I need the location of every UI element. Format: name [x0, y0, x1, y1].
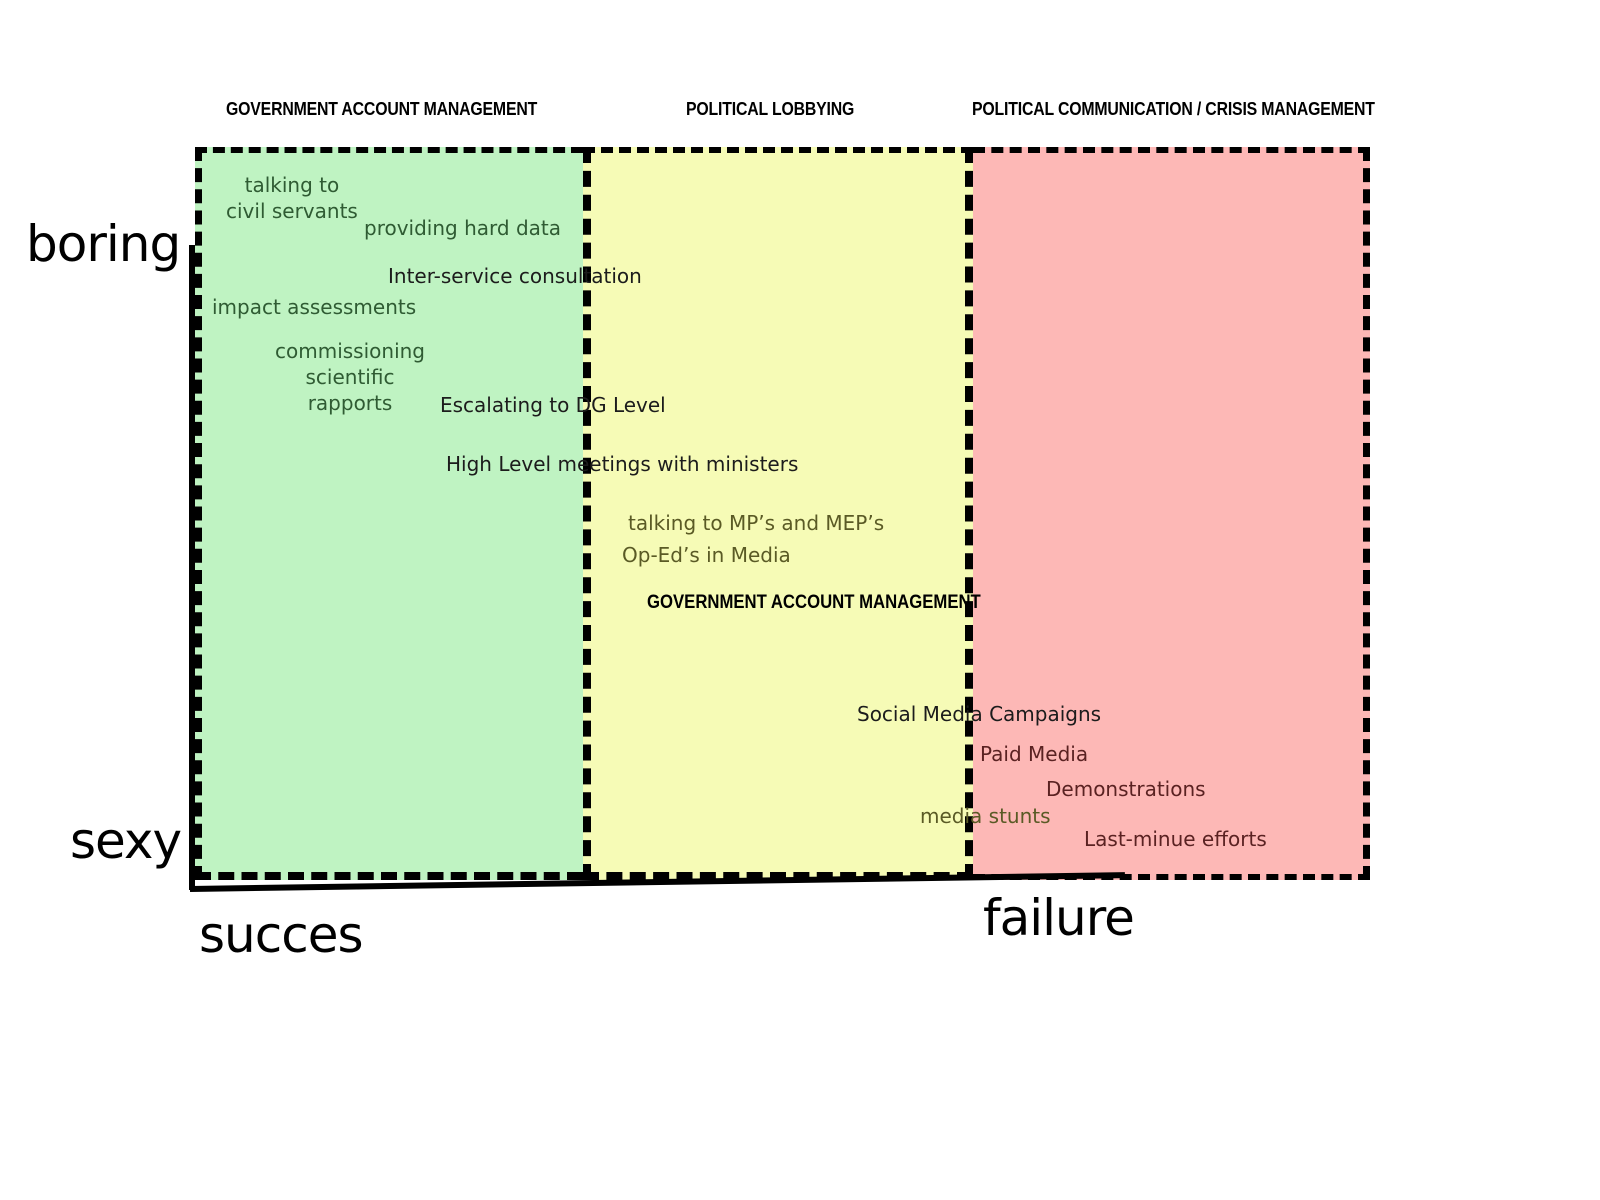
- vertical-axis-line: [189, 245, 195, 890]
- item-impact-assessments: impact assessments: [212, 295, 417, 319]
- item-social-media-campaigns: Social Media Campaigns: [857, 702, 1102, 726]
- item-line: commissioning: [275, 339, 425, 363]
- item-media-stunts: media stunts: [920, 804, 1051, 828]
- axis-label-boring: boring: [26, 215, 181, 273]
- item-line: rapports: [307, 391, 393, 415]
- axis-label-sexy: sexy: [70, 812, 182, 870]
- axis-label-succes: succes: [199, 906, 364, 964]
- item-last-minute-efforts: Last-minue efforts: [1084, 827, 1267, 851]
- item-talking-to-civil-servants: talking to civil servants: [226, 172, 358, 224]
- item-commissioning-scientific-rapports: commissioning scientific rapports: [275, 338, 425, 416]
- zone-government-account-management: [195, 147, 583, 880]
- column-title-political-communication: POLITICAL COMMUNICATION / CRISIS MANAGEM…: [972, 99, 1375, 119]
- zone-political-lobbying: [583, 147, 973, 880]
- item-line: talking to: [244, 173, 340, 197]
- item-inter-service-consultation: Inter-service consultation: [388, 264, 642, 288]
- item-op-eds-in-media: Op-Ed’s in Media: [622, 543, 791, 567]
- inner-title-government-account-management: GOVERNMENT ACCOUNT MANAGEMENT: [647, 592, 981, 613]
- item-high-level-meetings: High Level meetings with ministers: [446, 452, 799, 476]
- item-talking-to-mps: talking to MP’s and MEP’s: [628, 511, 885, 535]
- item-line: scientific: [305, 365, 395, 389]
- column-title-political-lobbying: POLITICAL LOBBYING: [686, 99, 855, 119]
- axis-label-failure: failure: [983, 889, 1135, 947]
- item-line: civil servants: [226, 199, 358, 223]
- zone-political-communication: [973, 147, 1370, 880]
- item-demonstrations: Demonstrations: [1046, 777, 1206, 801]
- item-escalating-to-dg-level: Escalating to DG Level: [440, 393, 666, 417]
- column-title-government-account-management: GOVERNMENT ACCOUNT MANAGEMENT: [226, 99, 538, 119]
- item-providing-hard-data: providing hard data: [364, 216, 561, 240]
- item-paid-media: Paid Media: [980, 742, 1089, 766]
